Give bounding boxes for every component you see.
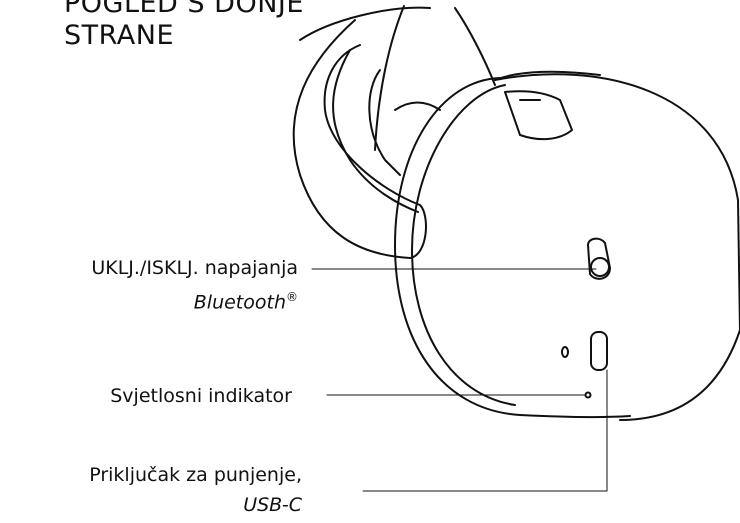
headband-inner (375, 6, 404, 150)
yoke (369, 70, 400, 175)
label-indicator: Svjetlosni indikator (0, 384, 292, 408)
power-switch-knob (591, 258, 609, 276)
ear-cushion (395, 78, 630, 417)
label-charging-line-1: Priključak za punjenje, (0, 463, 302, 487)
headband (300, 8, 430, 40)
headband-back (455, 8, 495, 85)
charging-leader-line (363, 370, 607, 491)
led-indicator (562, 347, 568, 357)
registered-symbol: ® (286, 290, 298, 304)
top-button (505, 91, 572, 139)
label-power-line-2: Bluetooth® (0, 285, 298, 314)
label-power-line-1: UKLJ./ISKLJ. napajanja (0, 256, 298, 280)
earcup-shell (495, 74, 740, 420)
label-bluetooth: Bluetooth (194, 291, 286, 313)
boom-arm-outer (294, 20, 426, 258)
yoke-hinge (395, 103, 440, 111)
label-charging-line-2: USB-C (0, 493, 302, 517)
earcup-face (412, 85, 515, 405)
usb-c-port (591, 332, 607, 370)
